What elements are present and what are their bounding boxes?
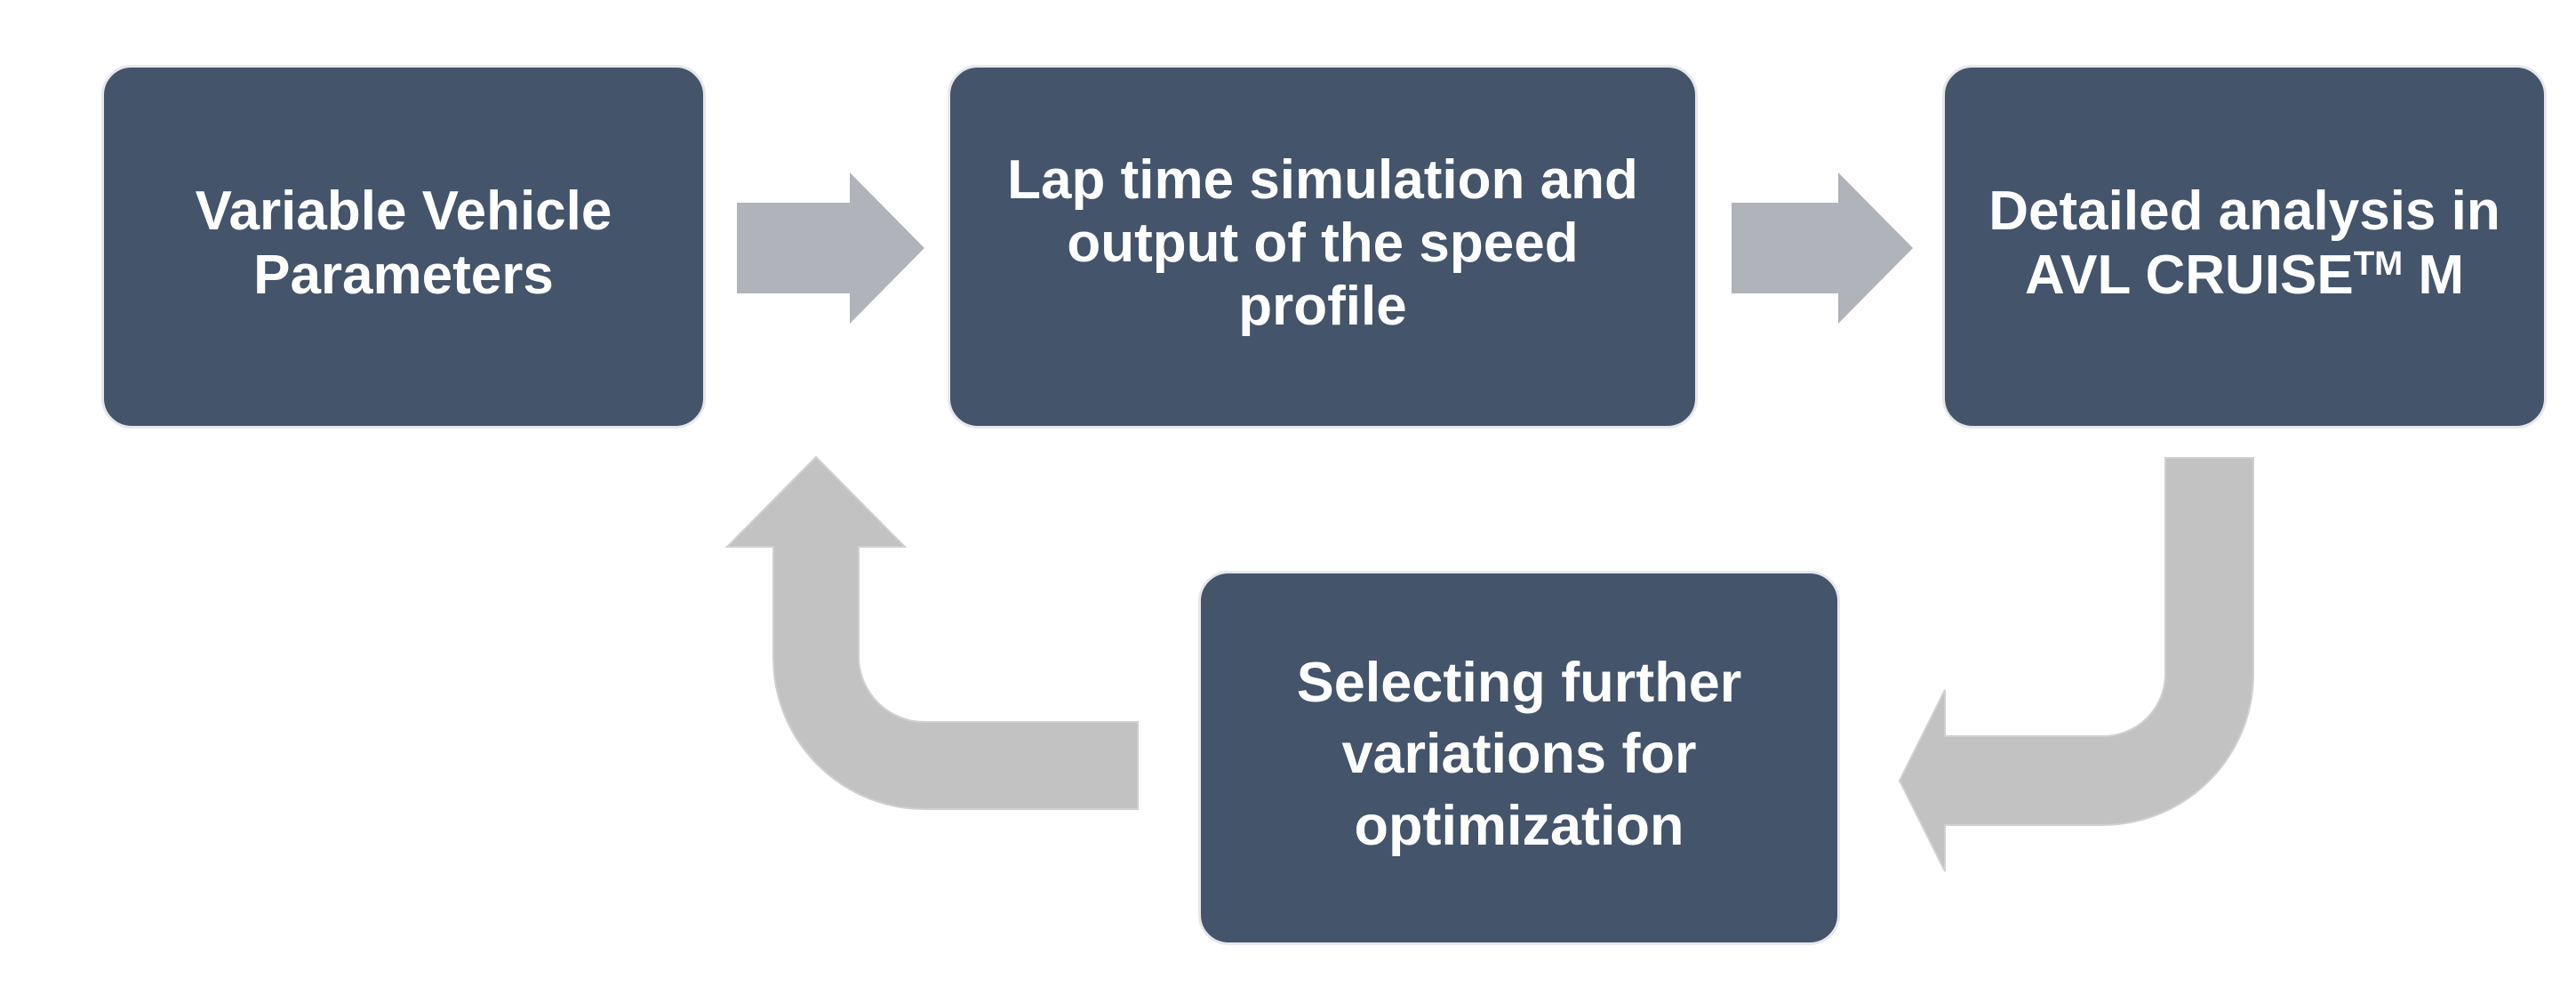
box-label-line: Lap time simulation and [1007,148,1638,211]
box-label-line: output of the speed [1067,212,1579,274]
product-name: AVL CRUISE [2024,244,2354,306]
box-label-line: optimization [1354,794,1684,857]
curved-up-arrow-icon [724,455,1139,810]
curved-down-left-arrow-icon [1898,457,2254,872]
right-arrow-icon [737,172,924,324]
box-label-line: AVL CRUISETM M [1988,244,2500,307]
box-label-line: Variable Vehicle [195,180,612,243]
box-label-line: variations for [1341,723,1697,786]
box-label: Lap time simulation and output of the sp… [1007,148,1638,339]
variable-vehicle-parameters-box: Variable Vehicle Parameters [101,65,706,429]
box-label-line: Detailed analysis in [1988,180,2500,243]
lap-time-simulation-box: Lap time simulation and output of the sp… [948,65,1698,429]
right-arrow-icon [1732,172,1913,324]
trademark-mark: TM [2353,244,2404,283]
box-label-line: profile [1238,276,1407,338]
product-suffix: M [2403,244,2465,306]
box-label: Detailed analysis in AVL CRUISETM M [1988,180,2500,307]
detailed-analysis-box: Detailed analysis in AVL CRUISETM M [1942,65,2547,429]
selecting-variations-box: Selecting further variations for optimiz… [1198,571,1840,945]
box-label-line: Selecting further [1296,651,1742,714]
box-label: Variable Vehicle Parameters [196,180,612,307]
box-label: Selecting further variations for optimiz… [1297,647,1742,862]
box-label-line: Parameters [253,244,554,306]
